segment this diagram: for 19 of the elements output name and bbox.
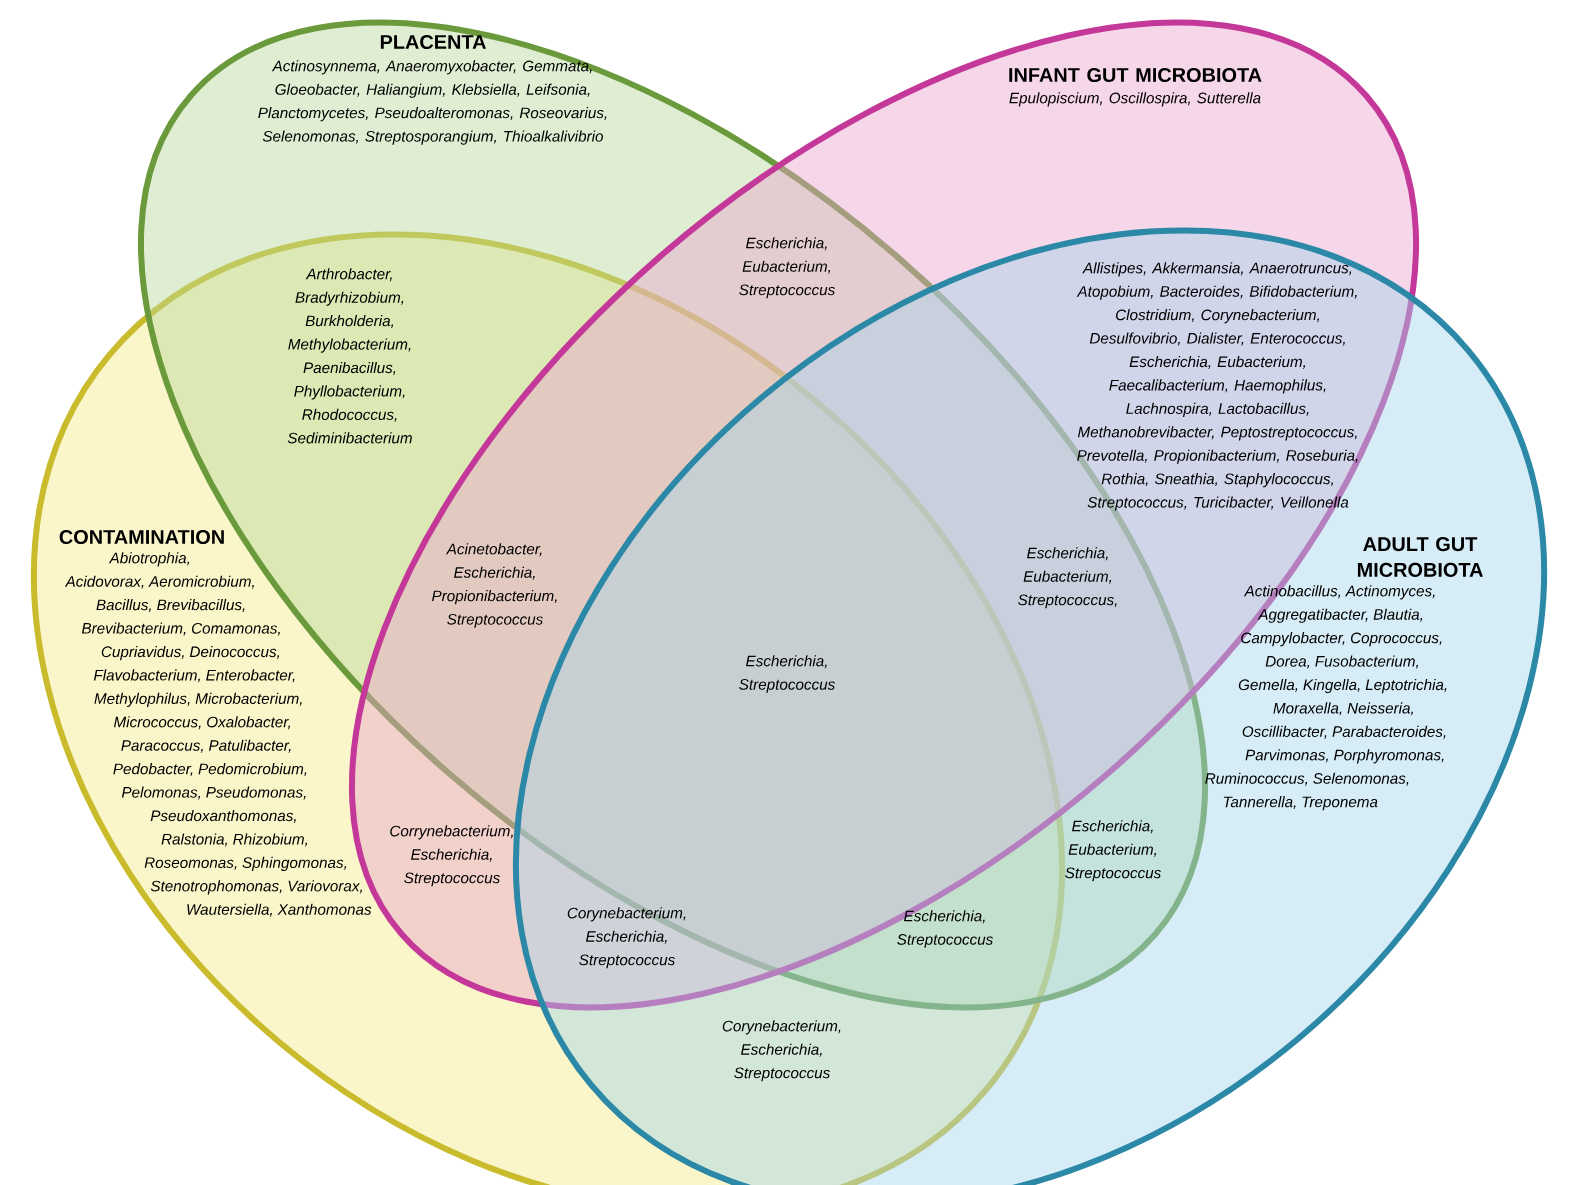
- species-list: Acinetobacter, Escherichia, Propionibacterium, Streptococcus: [432, 543, 557, 628]
- species-list: Abiotrophia, Acidovorax, Aeromicrobium, Bacillus, Brevibacillus, Brevibacterium, Comamonas, Cupriavidus, Deinococcus, Flavobacterium, Enterobacter, Methylophilus, Microbacterium, Micrococcus, Oxalobacter, Paracoccus, Patulibacter, Pedobacter, Pedomicrobium, Pelomonas, Pseudomonas, Pseudoxanthomonas, Ralstonia, Rhizobium, Roseomonas, Sphingomonas, Stenotrophomonas, Variovorax, Wautersiella, Xanthomonas: [64, 552, 372, 917]
- species-list: Allistipes, Akkermansia, Anaerotruncus, Atopobium, Bacteroides, Bifidobacterium, Clostridium, Corynebacterium, Desulfovibrio, Dialister, Enterococcus, Escherichia, Eubacterium, Faecalibacterium, Haemophilus, Lachnospira, Lactobacillus, Methanobrevibacter, Peptostreptococcus, Prevotella, Propionibacterium, Roseburia, Rothia, Sneathia, Staphylococcus, Streptococcus, Turicibacter, Veillonella: [1076, 262, 1358, 511]
- set-heading: CONTAMINATION: [59, 529, 224, 545]
- species-list: Actinosynnema, Anaeromyxobacter, Gemmata, Gloeobacter, Haliangium, Klebsiella, Leifsonia, Planctomycetes, Pseudoalteromonas, Roseovarius, Selenomonas, Streptosporangium, Thioalkalivibrio: [258, 60, 607, 145]
- species-list: Corrynebacterium, Escherichia, Streptococcus: [390, 825, 513, 887]
- set-heading: PLACENTA: [380, 34, 486, 50]
- species-list: Escherichia, Eubacterium, Streptococcus: [1065, 820, 1161, 882]
- species-list: Escherichia, Eubacterium, Streptococcus,: [1018, 547, 1117, 609]
- set-heading: INFANT GUT MICROBIOTA: [1009, 67, 1262, 83]
- species-list: Actinobacillus, Actinomyces, Aggregatibacter, Blautia, Campylobacter, Coprococcus, Dorea, Fusobacterium, Gemella, Kingella, Leptotrichia, Moraxella, Neisseria, Oscillibacter, Parabacteroides, Parvimonas, Porphyromonas, Ruminococcus, Selenomonas, Tannerella, Treponema: [1205, 585, 1447, 811]
- species-list: Escherichia, Eubacterium, Streptococcus: [739, 237, 835, 299]
- species-list: Escherichia, Streptococcus: [897, 910, 993, 948]
- species-list: Arthrobacter, Bradyrhizobium, Burkholderia, Methylobacterium, Paenibacillus, Phyllobacterium, Rhodococcus, Sediminibacterium: [287, 268, 412, 444]
- species-list: Corynebacterium, Escherichia, Streptococcus: [567, 907, 686, 969]
- species-list: Escherichia, Streptococcus: [739, 655, 835, 693]
- species-list: Corynebacterium, Escherichia, Streptococcus: [722, 1020, 841, 1082]
- set-heading: ADULT GUT MICROBIOTA: [1357, 537, 1483, 577]
- species-list: Epulopiscium, Oscillospira, Sutterella: [1009, 92, 1261, 107]
